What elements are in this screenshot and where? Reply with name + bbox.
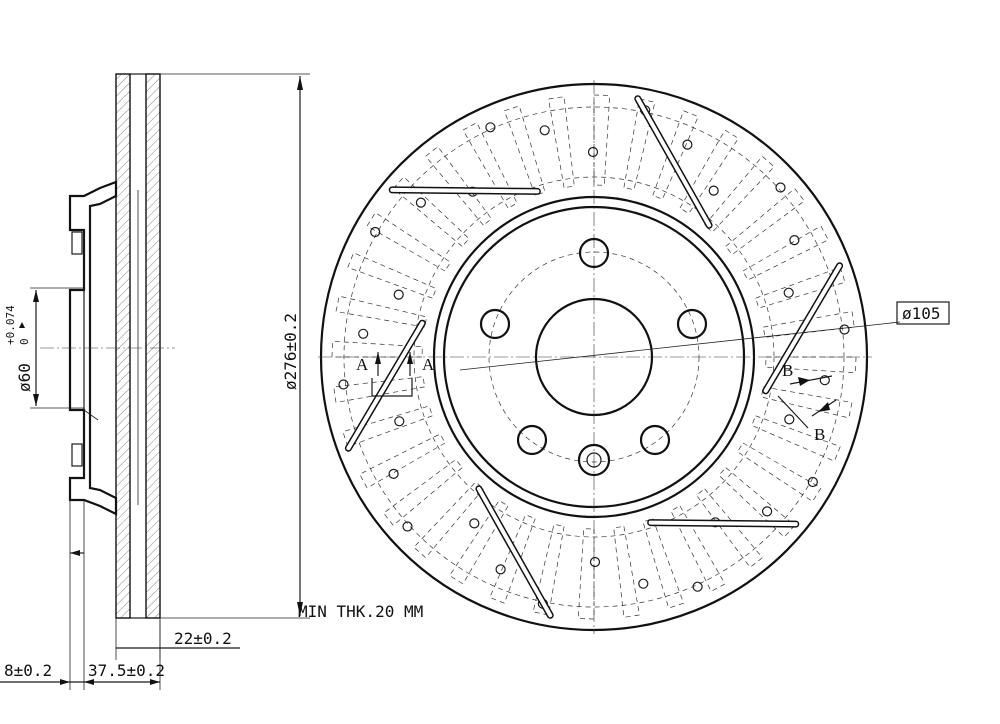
drilled-hole — [415, 197, 426, 208]
vent-vane — [548, 96, 575, 188]
surface-slot-inner — [476, 486, 553, 618]
outer-cheek — [115, 73, 131, 619]
drilled-hole — [692, 581, 703, 592]
lug-hole — [516, 424, 548, 456]
drilled-hole — [589, 556, 601, 568]
lug-hole — [578, 237, 610, 269]
drilled-hole — [485, 122, 496, 133]
vent-vane — [462, 122, 518, 209]
vent-vane — [413, 481, 484, 559]
section-a-left-label: A — [356, 355, 369, 374]
drilled-hole — [370, 226, 381, 238]
vent-vane — [613, 526, 640, 618]
vent-vane — [425, 146, 492, 226]
drilled-hole — [839, 324, 850, 335]
drilled-hole — [394, 416, 405, 427]
surface-slot-inner — [635, 96, 712, 228]
inner-cheek — [145, 73, 161, 619]
vent-vane — [763, 311, 855, 338]
drilled-hole — [775, 182, 786, 193]
vent-vane — [593, 94, 611, 186]
dim-hat-height: 37.5±0.2 — [88, 661, 165, 680]
vent-vane — [532, 523, 565, 616]
vent-vane — [342, 405, 433, 448]
lug-hole — [479, 308, 511, 340]
vent-vane — [670, 505, 726, 592]
drilled-hole — [338, 379, 349, 390]
vent-vane — [392, 176, 470, 247]
vent-vane — [331, 340, 423, 358]
lug-holes — [479, 237, 708, 477]
drilled-hole — [638, 578, 649, 589]
vent-vane — [366, 212, 451, 272]
drilled-hole — [784, 414, 795, 425]
dim-hub-bore-tol: +0.074 — [4, 305, 17, 345]
locator-hole-inner — [586, 452, 602, 468]
section-b-marker: B B — [777, 361, 837, 444]
vent-vanes — [331, 94, 857, 620]
dim-bolt-circle: ø105 — [902, 304, 941, 323]
drilled-hole — [761, 506, 773, 517]
vent-vane — [696, 488, 763, 568]
vent-vane — [333, 376, 425, 403]
section-a-right-label: A — [422, 355, 435, 374]
drilled-hole — [587, 146, 599, 158]
vent-vane — [742, 225, 829, 281]
vent-vane — [347, 252, 437, 299]
vent-vane — [489, 514, 536, 604]
vent-vane — [335, 295, 428, 328]
vent-vane — [359, 433, 446, 489]
vent-vane — [765, 356, 857, 374]
vent-vane — [642, 518, 685, 609]
section-a-marker: A A — [356, 352, 435, 397]
drilled-hole — [783, 287, 794, 298]
drilled-hole — [789, 235, 800, 246]
section-b-bottom-label: B — [814, 425, 825, 444]
locator-hole — [577, 443, 611, 477]
vent-vane — [623, 98, 656, 191]
lug-hole — [639, 424, 671, 456]
vent-vane — [577, 528, 595, 620]
vent-vane — [679, 129, 739, 214]
min-thickness-note: MIN THK.20 MM — [298, 602, 423, 621]
drilled-holes — [338, 105, 850, 609]
surface-slots — [344, 95, 844, 619]
drilled-hole — [393, 289, 404, 300]
drilled-hole — [682, 139, 693, 150]
surface-slot-inner — [390, 187, 540, 194]
vent-vane — [704, 155, 775, 233]
dim-hub-bore-tol0: 0 — [18, 338, 31, 345]
drilled-hole — [358, 328, 369, 339]
drilled-hole — [495, 564, 506, 575]
surface-slot-inner — [648, 520, 798, 527]
vent-vane — [449, 500, 509, 585]
dim-thickness: 22±0.2 — [174, 629, 232, 648]
surface-slot-inner — [763, 263, 842, 393]
dim-hat-offset: 8±0.2 — [4, 661, 52, 680]
vent-vane — [755, 266, 846, 309]
section-b-top-label: B — [782, 361, 793, 380]
drilled-hole — [807, 476, 818, 488]
vent-vane — [760, 386, 853, 419]
drilled-hole — [539, 125, 550, 136]
drilled-hole — [469, 518, 480, 529]
dim-outer-diameter: ø276±0.2 — [281, 313, 300, 390]
drilled-hole — [819, 375, 830, 386]
side-section-view: ø276±0.2 ø60 +0.074 0 22±0.2 MIN THK.20 … — [0, 73, 423, 690]
front-view: ø105 A A B B — [318, 80, 950, 634]
vent-vane — [751, 415, 841, 462]
vent-vane — [718, 467, 796, 538]
vent-vane — [652, 110, 699, 200]
drilled-hole — [402, 521, 413, 532]
vent-vane — [503, 105, 546, 196]
drilled-hole — [388, 468, 399, 479]
vent-vane — [383, 459, 463, 526]
vent-vane — [737, 442, 822, 502]
drilled-hole — [708, 185, 719, 196]
surface-slot-inner — [346, 321, 425, 451]
lug-hole — [676, 308, 708, 340]
vent-vane — [725, 188, 805, 255]
dim-hub-bore: ø60 — [15, 363, 34, 392]
